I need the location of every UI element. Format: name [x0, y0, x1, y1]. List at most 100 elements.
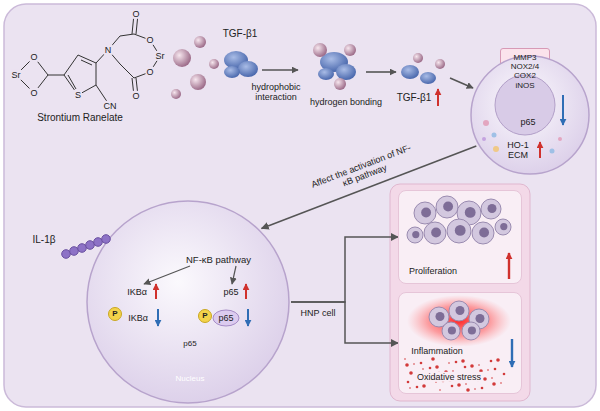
cell-body [471, 56, 589, 174]
binding-complex [313, 43, 356, 90]
cell-icon [448, 327, 456, 335]
chemical-structure [16, 14, 160, 106]
cell-icon [495, 219, 511, 235]
node-text: HO-1 ECM [505, 140, 531, 161]
outcome-panel: InflammationOxidative stress [398, 292, 522, 394]
cell-icon [436, 312, 445, 321]
node-text: Inflammation [409, 346, 465, 356]
oxidative-dot [448, 362, 450, 364]
outcome-background [390, 184, 530, 401]
edge-label: HNP cell [301, 308, 336, 318]
strontium-spheres [171, 36, 219, 99]
receptor-bead [102, 235, 111, 244]
node-text: p65 [223, 287, 238, 297]
box-text: MMP3 NOX2/4 COX2 iNOS [506, 53, 544, 90]
oxidative-dot [405, 363, 409, 367]
phosphate-dot [199, 310, 212, 323]
molecule-dot [493, 146, 499, 152]
figure-label: hydrogen bonding [310, 97, 382, 107]
cell-icon [442, 322, 460, 340]
phosphate-label: P [112, 309, 117, 318]
chemical-structure [81, 60, 92, 65]
receptor-bead [86, 241, 95, 250]
cell-icon [476, 314, 485, 323]
oxidative-dot [439, 389, 441, 391]
indicator-arrow [245, 284, 247, 299]
cell-icon [449, 301, 469, 321]
oxidative-dot [503, 373, 506, 376]
process-arrow [366, 71, 396, 73]
node-text: p65 [218, 313, 233, 323]
node-text: Oxidative stress [415, 372, 483, 382]
marker-box: MMP3 NOX2/4 COX2 iNOS [500, 48, 550, 95]
indicator-arrow [157, 309, 159, 326]
molecule-dot [550, 149, 555, 154]
oxidative-dot [429, 367, 432, 370]
binding-complex [344, 44, 356, 56]
inflammation-glow [407, 295, 511, 347]
strontium-spheres [209, 59, 219, 69]
atom-label: N [104, 45, 113, 55]
tgf-protein [401, 53, 445, 84]
receptor-bead [78, 244, 87, 253]
cell-icon [456, 306, 465, 315]
cell-icon [443, 202, 453, 212]
tgf-protein [413, 53, 423, 63]
atom-label: O [29, 88, 38, 98]
protein-ellipse [213, 310, 239, 326]
oxidative-dot [409, 371, 413, 375]
oxidative-dot [483, 377, 487, 381]
oxidative-dot [490, 360, 493, 363]
oxidative-dot [496, 358, 500, 362]
cell-body [87, 201, 289, 403]
cell-icon [481, 199, 501, 219]
oxidative-dot [435, 365, 439, 369]
box-text: NF-κB pathway [186, 255, 251, 266]
cell-icon [468, 327, 476, 335]
molecule-dot [558, 137, 562, 141]
node-text: IKBα [128, 313, 148, 323]
figure-label: hydrophobic interaction [248, 82, 304, 103]
oxidative-dot [478, 364, 480, 366]
indicator-arrow [247, 309, 249, 326]
increase-arrow [437, 89, 439, 106]
binding-complex [334, 78, 346, 90]
cell-icon [412, 231, 419, 238]
cell-icon [479, 228, 489, 238]
cell-icon [455, 225, 466, 236]
cell-icon [431, 228, 441, 238]
indicator-arrow [508, 253, 510, 279]
phosphate-label: P [202, 311, 207, 320]
cell-icon [447, 219, 471, 243]
atom-label: O [145, 35, 154, 45]
oxidative-dot [492, 382, 496, 386]
oxidative-dot [451, 385, 454, 388]
node-text: IKBα [127, 287, 147, 297]
oxidative-dot [500, 382, 502, 384]
oxidative-dot [474, 388, 476, 390]
tgf-protein [401, 65, 419, 79]
node-text: Nucleus [176, 374, 205, 383]
tgf-protein [420, 72, 436, 84]
oxidative-dot [455, 361, 458, 364]
oxidative-dot [466, 388, 470, 392]
atom-label: Sr [155, 51, 166, 61]
oxidative-dot [407, 381, 410, 384]
cell-icon [472, 222, 494, 244]
node-text: p65 [520, 117, 535, 127]
strontium-spheres [173, 49, 191, 67]
cell-icon [414, 202, 436, 224]
atom-label: Sr [11, 70, 22, 80]
receptor-bead [94, 238, 103, 247]
connector [291, 302, 398, 343]
figure-label: IL-1β [33, 234, 56, 246]
atom-label: CN [103, 101, 118, 111]
oxidative-dot [409, 387, 411, 389]
tgf-protein [238, 61, 258, 77]
connector [291, 237, 398, 302]
strontium-spheres [190, 74, 206, 90]
oxidative-dot [461, 359, 465, 363]
indicator-arrow [155, 284, 157, 299]
atom-label: O [29, 52, 38, 62]
